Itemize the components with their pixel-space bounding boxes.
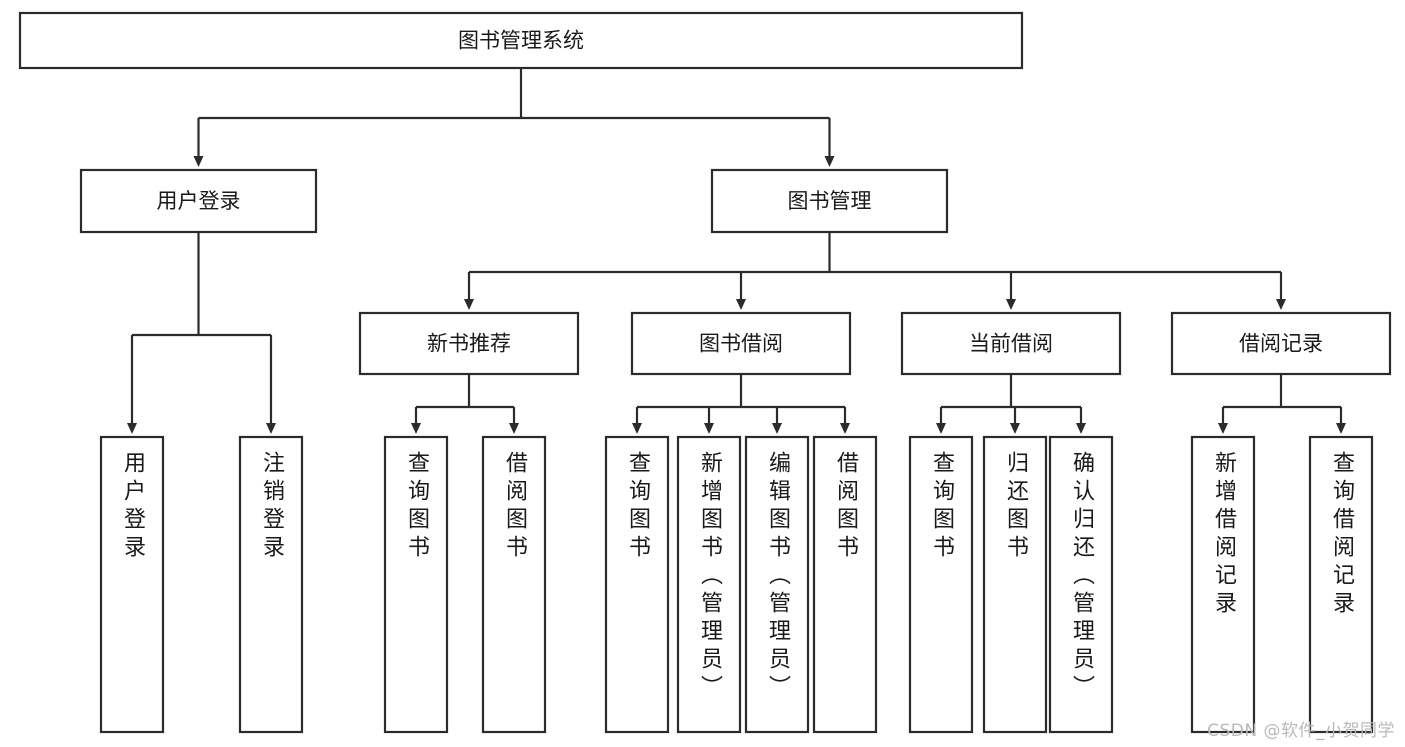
connector-lines: [127, 68, 1346, 434]
node-box-book-borrow[interactable]: [630, 311, 852, 376]
node-box-leaf-add-record[interactable]: [1190, 435, 1256, 734]
node-box-leaf-query-record[interactable]: [1308, 435, 1374, 734]
node-label-new-book-rec: 新书推荐: [427, 332, 511, 356]
node-box-leaf-user-logout[interactable]: [238, 435, 304, 734]
node-box-leaf-user-login[interactable]: [99, 435, 165, 734]
node-box-leaf-confirm-return[interactable]: [1048, 435, 1114, 734]
node-label-current-borrow: 当前借阅: [969, 332, 1053, 356]
node-label-borrow-record: 借阅记录: [1239, 332, 1323, 356]
node-box-leaf-query-book-2[interactable]: [604, 435, 670, 734]
node-box-leaf-query-book-3[interactable]: [908, 435, 974, 734]
node-box-current-borrow[interactable]: [900, 311, 1122, 376]
node-box-root[interactable]: [18, 11, 1024, 70]
node-box-leaf-edit-book[interactable]: [744, 435, 810, 734]
node-box-user-login[interactable]: [79, 168, 318, 234]
node-label-user-login: 用户登录: [157, 189, 241, 213]
node-box-leaf-query-book-1[interactable]: [383, 435, 449, 734]
node-box-book-manage[interactable]: [710, 168, 949, 234]
node-box-leaf-add-book[interactable]: [676, 435, 742, 734]
node-box-leaf-borrow-book-2[interactable]: [812, 435, 878, 734]
node-box-new-book-rec[interactable]: [358, 311, 580, 376]
node-box-leaf-borrow-book-1[interactable]: [481, 435, 547, 734]
watermark-text: CSDN @软件_小贺同学: [1207, 721, 1395, 741]
node-label-book-manage: 图书管理: [788, 189, 872, 213]
node-box-borrow-record[interactable]: [1170, 311, 1392, 376]
node-label-book-borrow: 图书借阅: [699, 332, 783, 356]
node-box-leaf-return-book[interactable]: [982, 435, 1048, 734]
node-label-root: 图书管理系统: [458, 29, 584, 53]
